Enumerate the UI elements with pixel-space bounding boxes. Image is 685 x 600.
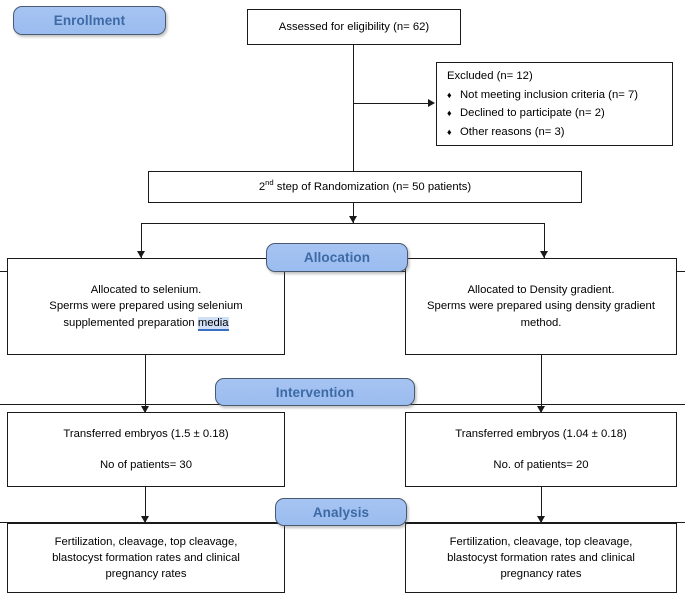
allocation-right-line2: Sperms were prepared using density gradi… bbox=[427, 300, 655, 313]
intervention-left-spacer bbox=[18, 443, 274, 457]
diamond-bullet-icon: ♦ bbox=[447, 108, 452, 119]
excluded-title: Excluded (n= 12) bbox=[447, 70, 533, 83]
analysis-right-line3: pregnancy rates bbox=[500, 568, 582, 581]
arrowhead-intervention-right-icon bbox=[537, 406, 545, 413]
list-item: ♦ Declined to participate (n= 2) bbox=[447, 105, 662, 121]
connector-interv-left-to-analysis bbox=[145, 487, 147, 523]
box-allocation-left: Allocated to selenium. Sperms were prepa… bbox=[7, 258, 285, 355]
connector-allocation-split-bar bbox=[141, 223, 545, 225]
allocation-left-line3: supplemented preparation media bbox=[18, 315, 274, 331]
box-intervention-right: Transferred embryos (1.04 ± 0.18) No. of… bbox=[405, 412, 677, 487]
stage-banner-intervention: Intervention bbox=[215, 378, 415, 406]
arrowhead-analysis-right-icon bbox=[537, 516, 545, 523]
box-analysis-left: Fertilization, cleavage, top cleavage, b… bbox=[7, 523, 285, 593]
arrowhead-analysis-left-icon bbox=[141, 516, 149, 523]
connector-interv-right-to-analysis bbox=[541, 487, 543, 523]
stage-banner-analysis-label: Analysis bbox=[312, 504, 370, 520]
intervention-left-line2: No of patients= 30 bbox=[99, 458, 192, 471]
analysis-left-line1: Fertilization, cleavage, top cleavage, bbox=[54, 535, 238, 548]
arrowhead-intervention-left-icon bbox=[141, 406, 149, 413]
arrowhead-randomization-icon bbox=[349, 216, 357, 223]
stage-banner-intervention-label: Intervention bbox=[275, 384, 355, 400]
connector-randomization-down bbox=[353, 203, 355, 223]
arrowhead-allocation-left-icon bbox=[137, 251, 145, 258]
allocation-left-line2: Sperms were prepared using selenium bbox=[49, 300, 243, 313]
allocation-right-line3: method. bbox=[520, 316, 562, 329]
stage-banner-enrollment: Enrollment bbox=[13, 6, 166, 35]
connector-alloc-right-to-intervention bbox=[541, 355, 543, 413]
allocation-left-line3-text: supplemented preparation bbox=[63, 316, 198, 329]
excluded-reason-text: Other reasons (n= 3) bbox=[460, 125, 565, 138]
connector-alloc-left-to-intervention bbox=[145, 355, 147, 413]
diamond-bullet-icon: ♦ bbox=[447, 89, 452, 100]
box-randomization: 2nd step of Randomization (n= 50 patient… bbox=[148, 171, 582, 203]
excluded-reason-list: ♦ Not meeting inclusion criteria (n= 7) … bbox=[447, 87, 662, 140]
connector-to-excluded bbox=[353, 103, 429, 105]
intervention-right-line1: Transferred embryos (1.04 ± 0.18) bbox=[455, 428, 627, 441]
connector-split-left bbox=[141, 223, 143, 258]
allocation-right-line1: Allocated to Density gradient. bbox=[467, 284, 615, 297]
intervention-left-line1: Transferred embryos (1.5 ± 0.18) bbox=[63, 428, 229, 441]
arrowhead-to-excluded-icon bbox=[428, 99, 435, 107]
box-excluded: Excluded (n= 12) ♦ Not meeting inclusion… bbox=[436, 62, 673, 146]
intervention-right-line2: No. of patients= 20 bbox=[493, 458, 589, 471]
list-item: ♦ Other reasons (n= 3) bbox=[447, 124, 662, 140]
allocation-left-line1: Allocated to selenium. bbox=[90, 284, 202, 297]
diamond-bullet-icon: ♦ bbox=[447, 126, 452, 137]
stage-banner-allocation: Allocation bbox=[266, 243, 408, 272]
box-analysis-right: Fertilization, cleavage, top cleavage, b… bbox=[405, 523, 677, 593]
randomization-text: 2nd step of Randomization (n= 50 patient… bbox=[149, 179, 581, 195]
intervention-right-spacer bbox=[416, 443, 666, 457]
connector-assessed-to-randomization bbox=[353, 45, 355, 172]
box-assessed-for-eligibility: Assessed for eligibility (n= 62) bbox=[247, 9, 461, 45]
spellcheck-marked-word[interactable]: media bbox=[197, 316, 229, 331]
analysis-left-line3: pregnancy rates bbox=[105, 568, 187, 581]
analysis-right-line1: Fertilization, cleavage, top cleavage, bbox=[449, 535, 633, 548]
analysis-left-line2: blastocyst formation rates and clinical bbox=[52, 551, 240, 564]
box-allocation-right: Allocated to Density gradient. Sperms we… bbox=[405, 258, 677, 355]
stage-banner-allocation-label: Allocation bbox=[303, 250, 371, 265]
connector-split-right bbox=[544, 223, 546, 258]
analysis-right-line2: blastocyst formation rates and clinical bbox=[447, 551, 635, 564]
randomization-ordinal: nd bbox=[265, 178, 274, 188]
stage-banner-enrollment-label: Enrollment bbox=[53, 13, 126, 28]
list-item: ♦ Not meeting inclusion criteria (n= 7) bbox=[447, 87, 662, 103]
box-intervention-left: Transferred embryos (1.5 ± 0.18) No of p… bbox=[7, 412, 285, 487]
assessed-text: Assessed for eligibility (n= 62) bbox=[278, 20, 430, 33]
excluded-reason-text: Declined to participate (n= 2) bbox=[460, 107, 605, 120]
randomization-suffix: step of Randomization (n= 50 patients) bbox=[273, 180, 472, 193]
randomization-prefix: 2 bbox=[258, 180, 266, 193]
stage-banner-analysis: Analysis bbox=[275, 498, 407, 526]
excluded-reason-text: Not meeting inclusion criteria (n= 7) bbox=[460, 88, 639, 101]
arrowhead-allocation-right-icon bbox=[540, 251, 548, 258]
